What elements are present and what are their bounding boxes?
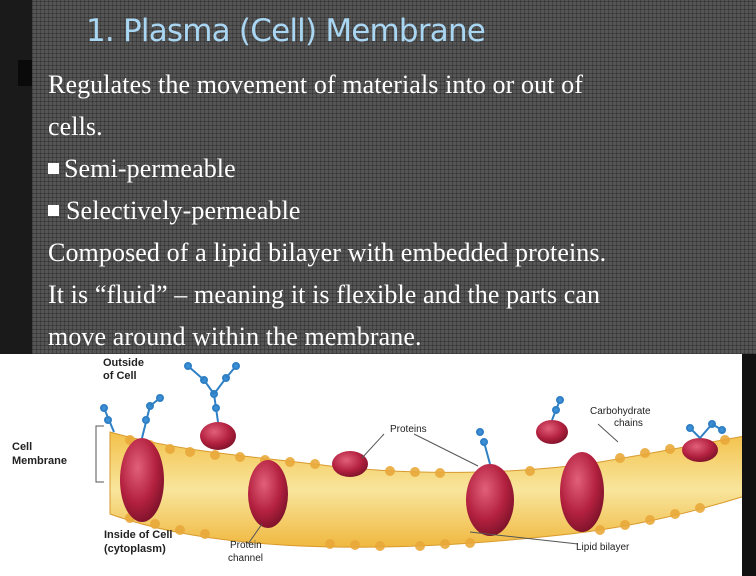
label-inside-line1: Inside of Cell — [104, 529, 172, 541]
bullet-item-semi: Semi-permeable — [48, 148, 748, 190]
bullet-text-selectively: Selectively-permeable — [66, 196, 301, 225]
label-inside-line2: (cytoplasm) — [104, 543, 166, 555]
label-outside-line2: of Cell — [103, 370, 137, 382]
protein-left — [120, 438, 164, 522]
carbohydrate-chains — [100, 362, 726, 465]
label-channel-line2: channel — [228, 553, 263, 564]
protein-far-right — [682, 438, 718, 462]
body-line-5: Composed of a lipid bilayer with embedde… — [48, 238, 607, 267]
body-line-7: move around within the membrane. — [48, 322, 422, 351]
slide-background — [0, 0, 756, 354]
square-bullet-icon — [48, 205, 59, 216]
bullet-item-selectively: Selectively-permeable — [48, 190, 748, 232]
body-line-2: cells. — [48, 112, 103, 141]
protein-small-cluster — [332, 451, 368, 477]
label-proteins: Proteins — [390, 424, 427, 435]
body-line-6: It is “fluid” – meaning it is flexible a… — [48, 280, 601, 309]
protein-middle — [466, 464, 514, 536]
label-channel-line1: Protein — [230, 540, 262, 551]
label-lipid-bilayer: Lipid bilayer — [576, 542, 630, 553]
protein-channel — [248, 460, 288, 528]
slide-body: Regulates the movement of materials into… — [48, 64, 748, 358]
body-line-1: Regulates the movement of materials into… — [48, 70, 583, 99]
slide-title: 1. Plasma (Cell) Membrane — [86, 13, 486, 49]
label-carbohydrate-line1: Carbohydrate — [590, 406, 651, 417]
membrane-diagram: Outside of Cell Cell Membrane Inside of … — [12, 357, 746, 564]
lipid-heads-bottom — [125, 503, 705, 551]
label-cell-line1: Cell — [12, 441, 32, 453]
protein-top-right — [536, 420, 568, 444]
title-marker-block — [18, 60, 32, 86]
label-cell-line2: Membrane — [12, 455, 67, 467]
protein-top-small — [200, 422, 236, 450]
label-leader-lines — [95, 423, 619, 545]
protein-right-channel — [560, 452, 604, 532]
label-outside-line1: Outside — [103, 357, 144, 369]
left-accent-strip — [0, 0, 32, 354]
square-bullet-icon — [48, 163, 59, 174]
bullet-text-semi: Semi-permeable — [64, 154, 236, 183]
right-edge-strip — [742, 354, 756, 576]
label-carbohydrate-line2: chains — [614, 418, 643, 429]
